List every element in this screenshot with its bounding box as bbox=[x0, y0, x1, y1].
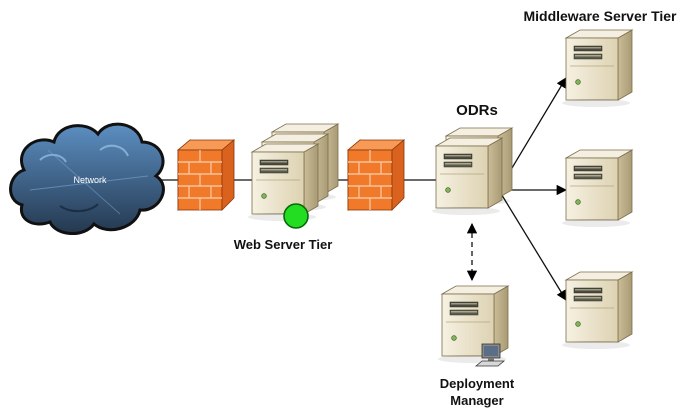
network-label: Network bbox=[73, 175, 107, 185]
network-cloud: Network bbox=[9, 122, 165, 235]
deployment-manager: Deployment Manager bbox=[437, 285, 515, 408]
server-icon bbox=[431, 137, 503, 216]
firewall-1 bbox=[177, 139, 235, 211]
server-icon bbox=[247, 143, 319, 222]
middleware-server-2 bbox=[561, 149, 633, 228]
firewall-icon bbox=[177, 139, 235, 211]
odrs-label: ODRs bbox=[456, 102, 498, 119]
middleware-server-1 bbox=[561, 29, 633, 108]
firewall-2 bbox=[347, 139, 405, 211]
middleware-server-3 bbox=[561, 271, 633, 350]
arrow-odr-middleware3 bbox=[499, 191, 567, 301]
cloud-icon bbox=[9, 122, 165, 235]
odr-group: ODRs bbox=[431, 102, 513, 216]
server-icon bbox=[561, 271, 633, 350]
web-server-tier-label: Web Server Tier bbox=[234, 237, 333, 252]
deployment-manager-label-line2: Manager bbox=[450, 393, 503, 408]
web-server-tier: Web Server Tier bbox=[234, 123, 339, 252]
firewall-icon bbox=[347, 139, 405, 211]
middleware-server-tier-label: Middleware Server Tier bbox=[523, 8, 677, 24]
workstation-icon bbox=[474, 343, 506, 367]
server-icon bbox=[561, 149, 633, 228]
server-icon bbox=[561, 29, 633, 108]
status-indicator-icon bbox=[283, 203, 309, 229]
middleware-server-tier: Middleware Server Tier bbox=[523, 8, 677, 350]
deployment-manager-label-line1: Deployment bbox=[440, 376, 515, 391]
